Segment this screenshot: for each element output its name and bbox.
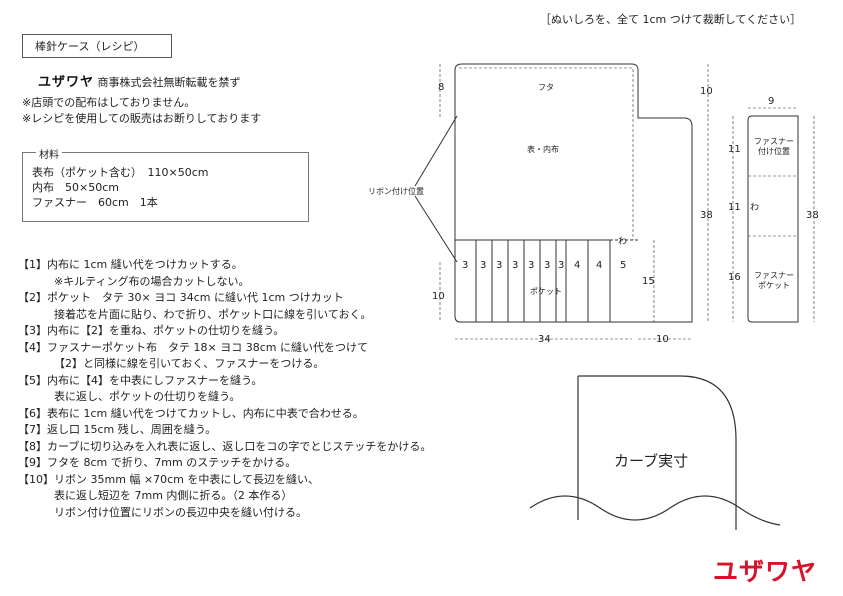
step-line: 接着芯を片面に貼り、わで折り、ポケット口に線を引いておく。 <box>54 307 372 321</box>
step-line: 【5】内布に【4】を中表にしファスナーを縫う。 <box>18 373 263 387</box>
step-line: 【3】内布に【2】を重ね、ポケットの仕切りを縫う。 <box>18 324 285 337</box>
copyright-line: ユザワヤ 商事株式会社無断転載を禁ず <box>38 71 241 90</box>
notice-sale: ※レシピを使用しての販売はお断りしております <box>22 112 262 125</box>
pocket-width: 3 <box>462 260 468 271</box>
dim-10-bottom: 10 <box>656 334 669 345</box>
step-line: 【2】と同様に線を引いておく、ファスナーをつける。 <box>54 357 325 370</box>
side-panel-outline <box>747 115 799 323</box>
label-futa: フタ <box>538 83 554 92</box>
pocket-width: 3 <box>512 260 518 271</box>
main-panel-outline <box>454 63 693 323</box>
dim-10-left: 10 <box>432 291 445 302</box>
copyright-text: 商事株式会社無断転載を禁ず <box>97 76 241 89</box>
material-line: 内布 50×50cm <box>32 181 119 194</box>
pocket-width: 3 <box>544 260 550 271</box>
ribbon-pointer <box>414 115 458 187</box>
label-pocket: ポケット <box>530 287 562 296</box>
step-line: ※キルティング布の場合カットしない。 <box>54 274 250 288</box>
pocket-width: 3 <box>528 260 534 271</box>
step-line: 【9】フタを 8cm で折り、7mm のステッチをかける。 <box>18 456 297 469</box>
cutting-note: ［ぬいしろを、全て 1cm つけて裁断してください］ <box>540 13 802 26</box>
brand-logo: ユザワヤ <box>713 557 818 586</box>
step-line: 【6】表布に 1cm 縫い代をつけてカットし、内布に中表で合わせる。 <box>18 406 364 420</box>
dim-34: 34 <box>538 334 551 345</box>
step-line: 【1】内布に 1cm 縫い代をつけカットする。 <box>18 258 243 271</box>
side-dim-16: 16 <box>728 272 741 283</box>
materials-box: 表布（ポケット含む） 110×50cm 内布 50×50cm ファスナー 60c… <box>22 152 309 222</box>
stitch-line <box>459 67 634 240</box>
step-line: 【10】リボン 35mm 幅 ×70cm を中表にして長辺を縫い、 <box>18 472 320 486</box>
label-wa: わ <box>618 236 627 247</box>
step-list: 【1】内布に 1cm 縫い代をつけカットする。 ※キルティング布の場合カットしない… <box>18 257 431 521</box>
step-line: リボン付け位置にリボンの長辺中央を縫い付ける。 <box>54 505 307 519</box>
pocket-width: 3 <box>480 260 486 271</box>
side-zip-pos: ファスナー <box>754 137 794 146</box>
side-dim-11b: 11 <box>728 202 741 213</box>
step-line: 表に返し、ポケットの仕切りを縫う。 <box>54 390 241 403</box>
curve-label: カーブ実寸 <box>614 452 689 470</box>
pocket-width: 3 <box>496 260 502 271</box>
curve-template <box>577 375 737 530</box>
side-dim-11a: 11 <box>728 144 741 155</box>
pocket-width: 5 <box>620 260 626 271</box>
material-line: 表布（ポケット含む） 110×50cm <box>32 166 209 179</box>
side-dim-38: 38 <box>806 210 819 221</box>
side-wa: わ <box>750 202 759 213</box>
step-line: 【4】ファスナーポケット布 タテ 18× ヨコ 38cm に縫い代をつけて <box>18 340 368 354</box>
pocket-width: 4 <box>596 260 602 271</box>
step-line: 【7】返し口 15cm 残し、周囲を縫う。 <box>18 423 217 436</box>
notice-store: ※店頭での配布はしておりません。 <box>22 96 196 109</box>
step-line: 【2】ポケット タテ 30× ヨコ 34cm に縫い代 1cm つけカット <box>18 291 344 304</box>
ribbon-pointer <box>414 195 458 263</box>
side-zip-pocket: ポケット <box>758 281 790 290</box>
pocket-width: 4 <box>574 260 580 271</box>
side-zip-pocket: ファスナー <box>754 271 794 280</box>
label-omote: 表・内布 <box>527 144 559 154</box>
pocket-width: 3 <box>558 260 564 271</box>
page-title: 棒針ケース（レシピ） <box>22 34 172 58</box>
brand-logo-small: ユザワヤ <box>38 75 95 90</box>
material-line: ファスナー 60cm 1本 <box>32 196 158 209</box>
dim-38: 38 <box>700 210 713 221</box>
label-ribbon: リボン付け位置 <box>368 186 424 196</box>
wavy-cut-line <box>529 495 781 526</box>
dim-15: 15 <box>642 276 655 287</box>
step-line: 表に返し短辺を 7mm 内側に折る。（2 本作る） <box>54 489 293 502</box>
side-zip-pos: 付け位置 <box>758 146 790 156</box>
materials-label: 材料 <box>36 146 62 161</box>
dim-10-right: 10 <box>700 86 713 97</box>
dim-8: 8 <box>438 82 444 93</box>
step-line: 【8】カーブに切り込みを入れ表に返し、返し口をコの字でとじステッチをかける。 <box>18 439 432 453</box>
side-dim-9: 9 <box>768 96 774 107</box>
